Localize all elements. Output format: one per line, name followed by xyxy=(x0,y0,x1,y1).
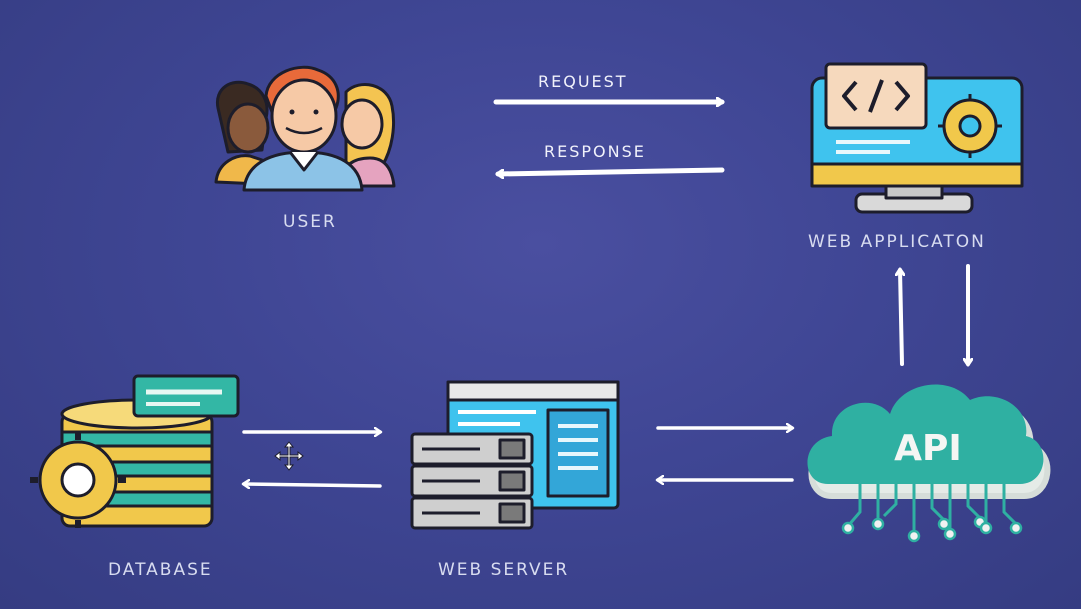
arrows xyxy=(244,102,968,486)
move-cursor-icon xyxy=(274,441,304,471)
web-application-label: WEB APPLICATON xyxy=(808,232,986,252)
user-group-icon xyxy=(214,65,396,192)
response-label: RESPONSE xyxy=(544,142,646,161)
database-label: DATABASE xyxy=(108,560,213,580)
request-label: REQUEST xyxy=(538,72,628,91)
server-to-database-arrow xyxy=(244,484,382,486)
web-server-icon xyxy=(410,380,620,530)
user-label: USER xyxy=(283,212,337,232)
web-server-label: WEB SERVER xyxy=(438,560,570,580)
api-to-webapp-arrow xyxy=(900,270,902,366)
api-cloud-icon: API xyxy=(807,384,1051,543)
response-arrow xyxy=(495,167,725,174)
api-label: API xyxy=(894,428,962,469)
database-icon xyxy=(30,374,240,528)
monitor-code-icon xyxy=(810,62,1024,214)
